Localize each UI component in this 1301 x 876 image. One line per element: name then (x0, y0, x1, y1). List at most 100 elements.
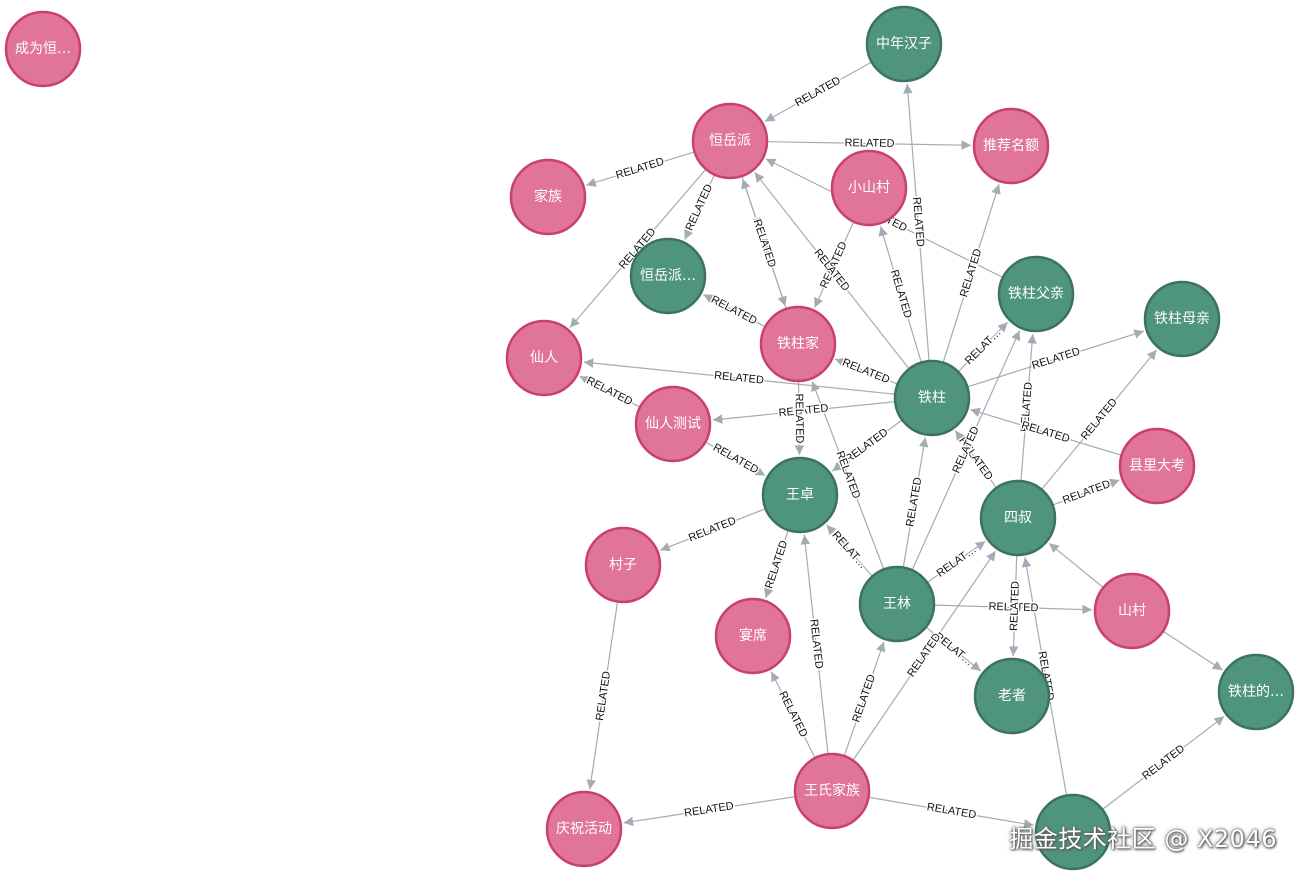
node-circle-hypx[interactable] (629, 237, 707, 315)
edge-tz-tzmq[interactable] (968, 329, 1145, 388)
edge-tz-hyp[interactable] (754, 172, 909, 369)
edge-tz-xrcs[interactable] (712, 401, 895, 424)
edge-tz-tzj[interactable] (834, 358, 898, 385)
edge-wl-lz[interactable] (926, 627, 982, 672)
edge-wl-tzj[interactable] (811, 381, 885, 569)
graph-node[interactable]: 宴席 (714, 597, 792, 675)
graph-node[interactable]: 成为恒… (4, 10, 82, 88)
node-circle-yx[interactable] (714, 597, 792, 675)
edge-ss-xldk[interactable] (1053, 478, 1120, 506)
edge-tzj-hypx[interactable] (703, 293, 765, 327)
edge-wsjz-wz[interactable] (800, 534, 829, 754)
graph-node[interactable]: 四叔 (979, 479, 1057, 557)
edge-label: RELATED (683, 800, 734, 819)
graph-node[interactable]: 铁柱母亲 (1143, 280, 1221, 358)
edge-tzj-wz[interactable] (794, 381, 805, 456)
graph-node[interactable]: 推荐名额 (972, 107, 1050, 185)
node-circle-tzj[interactable] (759, 305, 837, 383)
node-circle-sc[interactable] (1093, 572, 1171, 650)
graph-node[interactable] (1034, 793, 1112, 871)
graph-node[interactable]: 县里大考 (1118, 427, 1196, 505)
edge-wl-ss[interactable] (927, 540, 986, 583)
edge-ss-tzfq[interactable] (1020, 333, 1037, 481)
graph-node[interactable]: 仙人测试 (634, 385, 712, 463)
edge-bottom-tzd[interactable] (1102, 715, 1225, 810)
graph-node[interactable]: 中年汉子 (865, 5, 943, 83)
edge-wl-tz[interactable] (902, 437, 929, 567)
edge-wl-sc[interactable] (934, 604, 1093, 615)
node-circle-cwh[interactable] (4, 10, 82, 88)
edge-hyp-hypx[interactable] (684, 175, 715, 240)
edge-wsjz-bottom[interactable] (869, 796, 1034, 829)
graph-node[interactable]: 铁柱父亲 (997, 255, 1075, 333)
graph-node[interactable]: 铁柱 (893, 359, 971, 437)
node-circle-tzfq[interactable] (997, 255, 1075, 333)
node-circle-lz[interactable] (973, 657, 1051, 735)
edge-wz-cz[interactable] (659, 508, 765, 552)
node-circle-wz[interactable] (761, 456, 839, 534)
edge-wl-tzfq[interactable] (911, 330, 1021, 570)
edge-tz-znhz[interactable] (903, 83, 930, 361)
node-circle-jz[interactable] (509, 158, 587, 236)
node-circle-ss[interactable] (979, 479, 1057, 557)
edge-tz-tzfq[interactable] (958, 321, 1009, 372)
node-circle-xrcs[interactable] (634, 385, 712, 463)
edge-wsjz-yx[interactable] (770, 671, 816, 758)
graph-node[interactable]: 老者 (973, 657, 1051, 735)
node-circle-tzd[interactable] (1217, 653, 1295, 731)
edge-znhz-hyp[interactable] (764, 61, 872, 123)
edge-hyp-xr[interactable] (569, 169, 706, 328)
edge-hyp-jz[interactable] (586, 151, 694, 187)
node-circle-tjme[interactable] (972, 107, 1050, 185)
graph-node[interactable]: 村子 (584, 526, 662, 604)
edge-bottom-ss[interactable] (1021, 557, 1067, 795)
node-circle-wl[interactable] (858, 565, 936, 643)
graph-node[interactable]: 小山村 (830, 149, 908, 227)
node-circle-wsjz[interactable] (793, 752, 871, 830)
graph-node[interactable]: 王卓 (761, 456, 839, 534)
edge-cz-qzhd[interactable] (586, 602, 618, 790)
node-circle-tzmq[interactable] (1143, 280, 1221, 358)
edge-tz-tjme[interactable] (942, 184, 1001, 362)
edge-tz-xr[interactable] (583, 358, 895, 395)
edge-sc-tzd[interactable] (1163, 631, 1223, 671)
edge-wl-wz[interactable] (826, 524, 873, 576)
graph-node[interactable]: 恒岳派 (691, 102, 769, 180)
node-circle-hyp[interactable] (691, 102, 769, 180)
graph-node[interactable]: 家族 (509, 158, 587, 236)
edge-tz-xsc[interactable] (878, 226, 922, 362)
node-circle-tz[interactable] (893, 359, 971, 437)
graph-node[interactable]: 庆祝活动 (545, 790, 623, 868)
edge-wsjz-wl[interactable] (843, 641, 886, 756)
edge-wsjz-qzhd[interactable] (623, 796, 795, 827)
edge-xldk-tz[interactable] (970, 407, 1121, 456)
node-circle-cz[interactable] (584, 526, 662, 604)
node-circle-znhz[interactable] (865, 5, 943, 83)
edge-label: RELATED (776, 689, 809, 739)
graph-node[interactable]: 王林 (858, 565, 936, 643)
edge-wz-yx[interactable] (764, 530, 789, 599)
node-circle-bottom[interactable] (1034, 793, 1112, 871)
edge-wsjz-ss[interactable] (852, 550, 996, 760)
graph-node[interactable]: 铁柱家 (759, 305, 837, 383)
node-circle-xr[interactable] (505, 319, 583, 397)
edge-sc-ss[interactable] (1048, 542, 1103, 588)
node-circle-xsc[interactable] (830, 149, 908, 227)
graph-node[interactable]: 王氏家族 (793, 752, 871, 830)
edge-xrcs-wz[interactable] (705, 441, 766, 477)
edge-tzj-hyp[interactable] (741, 178, 787, 309)
edge-ss-tz[interactable] (954, 430, 997, 488)
edge-ss-tzmq[interactable] (1041, 349, 1158, 490)
edge-hyp-tjme[interactable] (767, 140, 972, 150)
edge-ss-lz[interactable] (1008, 555, 1019, 657)
edge-xsc-tzj[interactable] (814, 222, 854, 308)
node-circle-qzhd[interactable] (545, 790, 623, 868)
graph-node[interactable]: 恒岳派… (629, 237, 707, 315)
edge-xrcs-xr[interactable] (579, 375, 640, 408)
edge-label: RELATED (1079, 396, 1120, 442)
graph-node[interactable]: 山村 (1093, 572, 1171, 650)
graph-node[interactable]: 铁柱的… (1217, 653, 1295, 731)
node-circle-xldk[interactable] (1118, 427, 1196, 505)
graph-node[interactable]: 仙人 (505, 319, 583, 397)
